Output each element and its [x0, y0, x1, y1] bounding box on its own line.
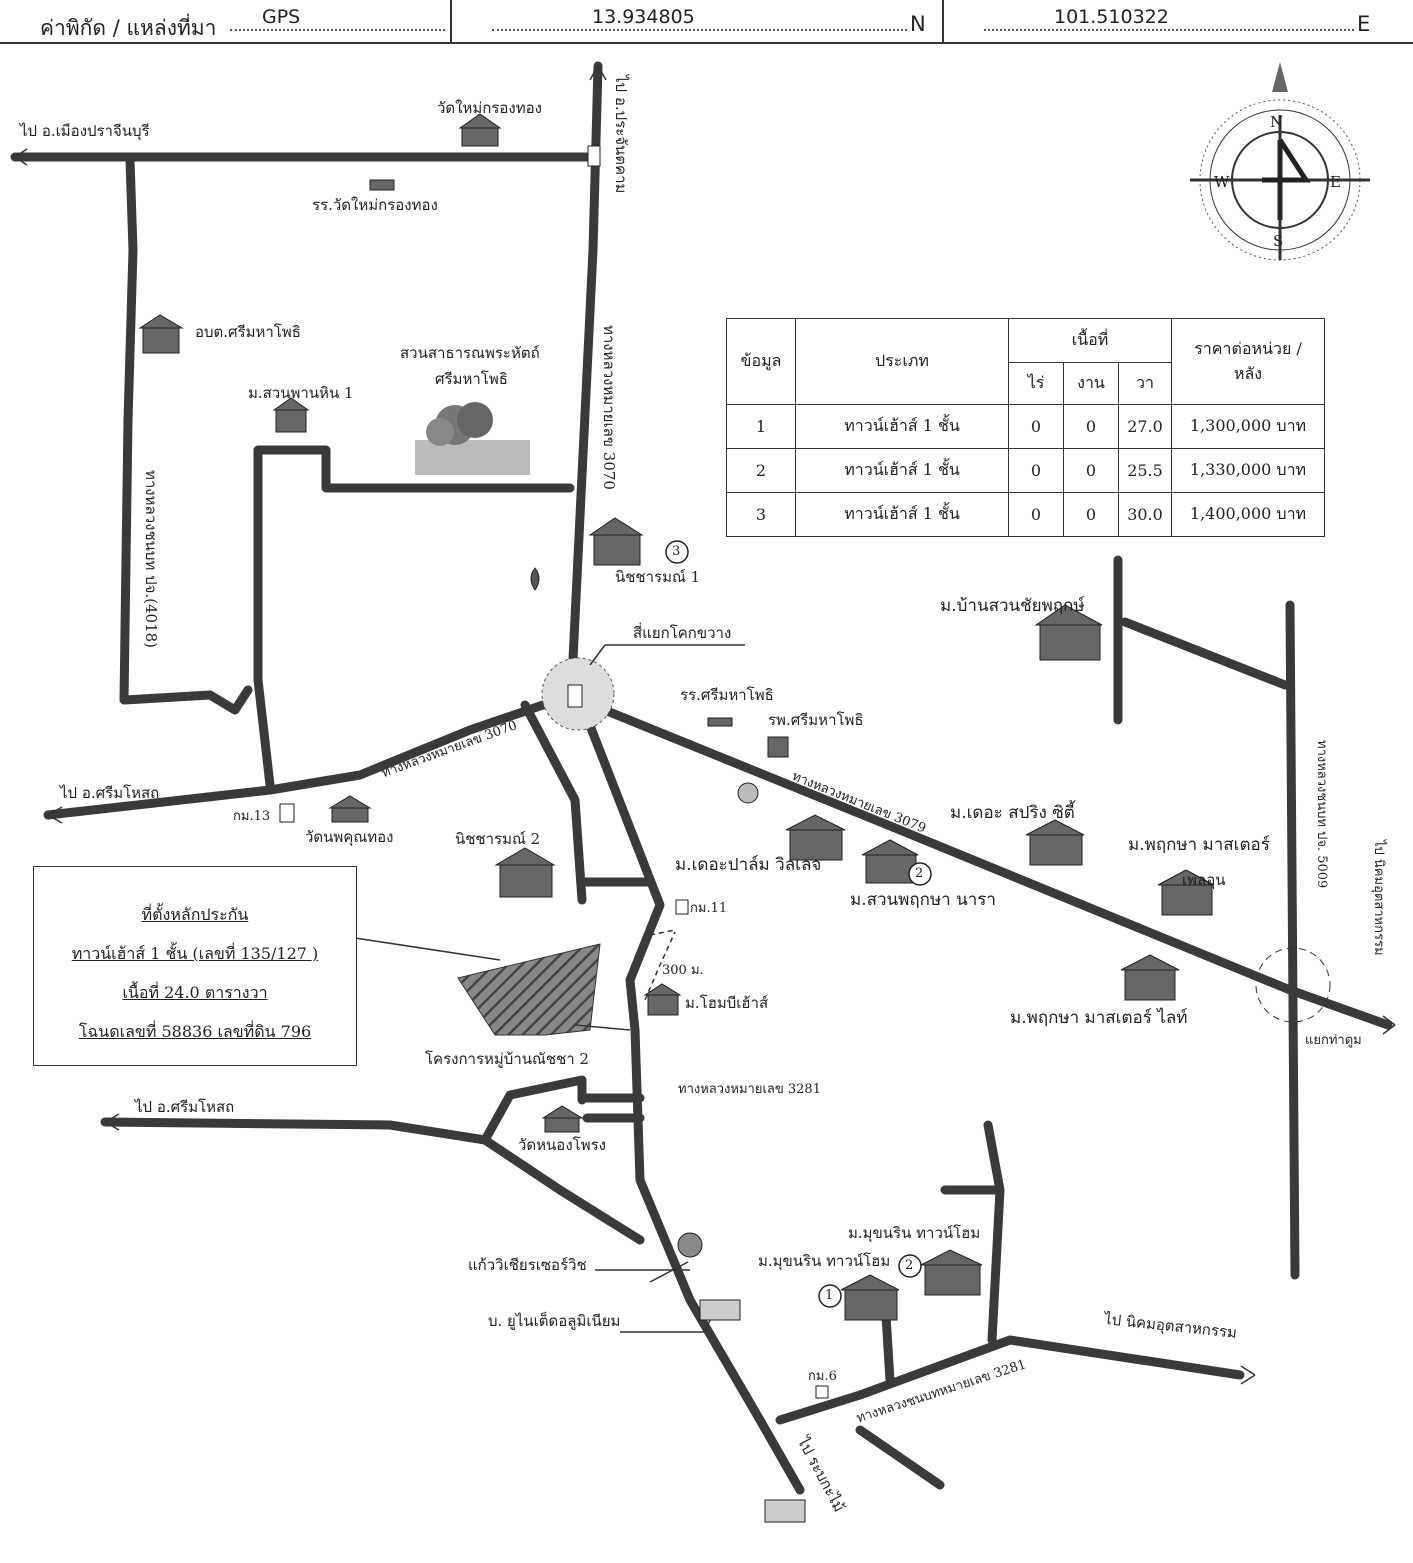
longitude-value: 101.510322 — [1054, 6, 1169, 28]
label-km13: กม.13 — [233, 809, 271, 824]
label-to-industrial-1: ไป นิคมอุตสาหกรรม — [1371, 840, 1386, 956]
label-project-natcha: โครงการหมู่บ้านณัชชา 2 — [425, 1050, 590, 1068]
building-icons — [138, 113, 1215, 1523]
road-suan-chai-link — [1120, 617, 1290, 690]
col-header-type: ประเภท — [795, 318, 1009, 405]
property-price-table: ข้อมูล ประเภท เนื้อที่ ราคาต่อหน่วย / หล… — [726, 318, 1325, 537]
label-nitcharom-1: นิชชารมณ์ 1 — [615, 568, 701, 586]
label-hwy-pj5009: ทางหลวงชนบท ปจ. 5009 — [1314, 740, 1329, 889]
label-pruksa-master-1: ม.พฤกษา มาสเตอร์ — [1128, 835, 1270, 855]
table-row: 3 ทาวน์เฮ้าส์ 1 ชั้น 0 0 30.0 1,400,000 … — [726, 492, 1325, 537]
label-ban-suan-chai: ม.บ้านสวนชัยพฤกษ์ — [940, 596, 1085, 616]
compass-north: N — [1270, 113, 1284, 131]
coord-source-cell: ค่าพิกัด / แหล่งที่มา GPS — [0, 0, 452, 42]
label-school-wat-mai: รร.วัดใหม่กรองทอง — [312, 196, 438, 214]
collateral-info-box: ที่ตั้งหลักประกัน ทาวน์เฮ้าส์ 1 ชั้น (เล… — [33, 866, 357, 1066]
label-to-srimahosot-2: ไป อ.ศรีมโหสถ — [135, 1098, 235, 1116]
label-to-prachantakham: ไป อ.ประจันตคาม — [612, 75, 630, 194]
road-pj5009 — [1285, 600, 1300, 1280]
longitude-cell: 101.510322 E — [944, 0, 1411, 42]
road-hwy-3281-west — [100, 1075, 587, 1145]
label-to-prachinburi: ไป อ.เมืองปราจีนบุรี — [20, 122, 150, 140]
traffic-light-icon — [567, 684, 583, 708]
label-hwy-4018: ทางหลวงชนบท ปจ.(4018) — [142, 470, 160, 649]
road-south-branch — [855, 1425, 945, 1490]
compass-east: E — [1330, 173, 1341, 191]
label-pruksa-light: ม.พฤกษา มาสเตอร์ ไลท์ — [1010, 1008, 1188, 1028]
label-yaek-tha-tum: แยกท่าตูม — [1305, 1033, 1362, 1048]
compass-west: W — [1214, 173, 1230, 191]
road-hwy-3281-rural — [775, 1335, 1245, 1425]
label-school-srimahaphot: รร.ศรีมหาโพธิ — [680, 686, 774, 704]
road-nitcharom-2 — [520, 700, 587, 905]
label-intersection-khok-khwang: สี่แยกโคกขวาง — [633, 624, 732, 642]
table-row: 1 ทาวน์เฮ้าส์ 1 ชั้น 0 0 27.0 1,300,000 … — [726, 404, 1325, 449]
label-wat-nong-phrong: วัดหนองโพรง — [518, 1136, 606, 1154]
col-header-ngan: งาน — [1063, 362, 1119, 405]
label-park-1: สวนสาธารณพระหัตถ์ — [400, 344, 540, 362]
col-header-data: ข้อมูล — [726, 318, 796, 405]
road-suan-phan-hin-west — [253, 447, 275, 790]
road-suan-phan-hin-loop — [253, 445, 575, 493]
marker-1: 1 — [825, 1288, 834, 1303]
col-header-rai: ไร่ — [1008, 362, 1064, 405]
label-km6: กม.6 — [808, 1369, 837, 1384]
road-wat-nong-phrong — [480, 1135, 645, 1245]
col-header-area: เนื้อที่ — [1008, 318, 1172, 363]
label-kaew-wichian: แก้ววิเชียรเซอร์วิช — [468, 1256, 587, 1274]
collateral-property-shape — [457, 943, 601, 1036]
park-icon — [415, 402, 530, 475]
collateral-area: เนื้อที่ 24.0 ตารางวา — [122, 983, 268, 1002]
label-hospital: รพ.ศรีมหาโพธิ — [768, 711, 864, 729]
compass-rose — [1190, 62, 1370, 261]
compass-south: S — [1273, 232, 1284, 250]
marker-3: 3 — [672, 544, 681, 559]
road-mukhonrin-north — [940, 1120, 1005, 1345]
label-the-palm: ม.เดอะปาล์ม วิลเลจ — [675, 855, 822, 875]
road-hwy-3070-west — [43, 690, 577, 820]
label-suan-pruksa: ม.สวนพฤกษา นารา — [850, 890, 996, 910]
label-wat-mai-krongthong: วัดใหม่กรองทอง — [437, 99, 542, 117]
label-aluminium: บ. ยูไนเต็ดอลูมิเนียม — [488, 1312, 621, 1330]
collateral-title: ที่ตั้งหลักประกัน — [141, 905, 249, 924]
col-header-price: ราคาต่อหน่วย / หลัง — [1171, 318, 1325, 405]
label-mukhonrin-1: ม.มุขนริน ทาวน์โฮม — [848, 1224, 981, 1242]
marker-2b: 2 — [905, 1258, 914, 1273]
road-hwy-4018 — [119, 155, 253, 715]
coord-label: ค่าพิกัด / แหล่งที่มา — [40, 16, 217, 40]
collateral-deed: โฉนดเลขที่ 58836 เลขที่ดิน 796 — [78, 1022, 312, 1041]
label-park-2: ศรีมหาโพธิ — [435, 370, 508, 388]
label-nitcharom-2: นิชชารมณ์ 2 — [455, 830, 541, 848]
collateral-type: ทาวน์เฮ้าส์ 1 ชั้น (เลขที่ 135/127 ) — [71, 944, 319, 963]
label-to-srimahosot-1: ไป อ.ศรีมโหสถ — [60, 784, 160, 802]
intersection-tha-tum — [1255, 947, 1331, 1023]
label-mukhonrin-2: ม.มุขนริน ทาวน์โฮม — [758, 1252, 891, 1270]
road-hwy-3070-vertical — [567, 61, 603, 685]
label-km11: กม.11 — [690, 901, 728, 916]
road-hwy-3281-link — [582, 1093, 645, 1123]
label-home-b: ม.โฮมบีเฮ้าส์ — [685, 994, 769, 1012]
road-south-main — [577, 700, 805, 1495]
label-pruksa-master-2: เพลอุน — [1182, 871, 1226, 889]
label-hwy-3281: ทางหลวงหมายเลข 3281 — [678, 1082, 821, 1097]
label-wat-phukhun: วัดนพคุณทอง — [305, 828, 394, 846]
latitude-cell: 13.934805 N — [452, 0, 944, 42]
longitude-suffix: E — [1357, 12, 1371, 36]
label-suan-phan-hin: ม.สวนพานหิน 1 — [248, 384, 354, 402]
latitude-value: 13.934805 — [592, 6, 695, 28]
latitude-suffix: N — [910, 12, 926, 36]
col-header-wa: วา — [1118, 362, 1172, 405]
road-hwy-3079 — [575, 695, 1393, 1030]
label-hwy-3070-vertical: ทางหลวงหมายเลข 3070 — [600, 325, 618, 490]
label-dist-300: 300 ม. — [662, 963, 704, 978]
label-sao-srimahaphot: อบต.ศรีมหาโพธิ — [195, 323, 301, 341]
table-row: 2 ทาวน์เฮ้าส์ 1 ชั้น 0 0 25.5 1,330,000 … — [726, 448, 1325, 493]
label-the-spring: ม.เดอะ สปริง ซิตี้ — [950, 803, 1075, 823]
traffic-light-icon — [587, 145, 601, 167]
marker-2: 2 — [915, 866, 924, 881]
coord-source: GPS — [262, 6, 301, 28]
coordinate-header: ค่าพิกัด / แหล่งที่มา GPS 13.934805 N 10… — [0, 0, 1413, 44]
road-map — [10, 61, 1396, 1523]
